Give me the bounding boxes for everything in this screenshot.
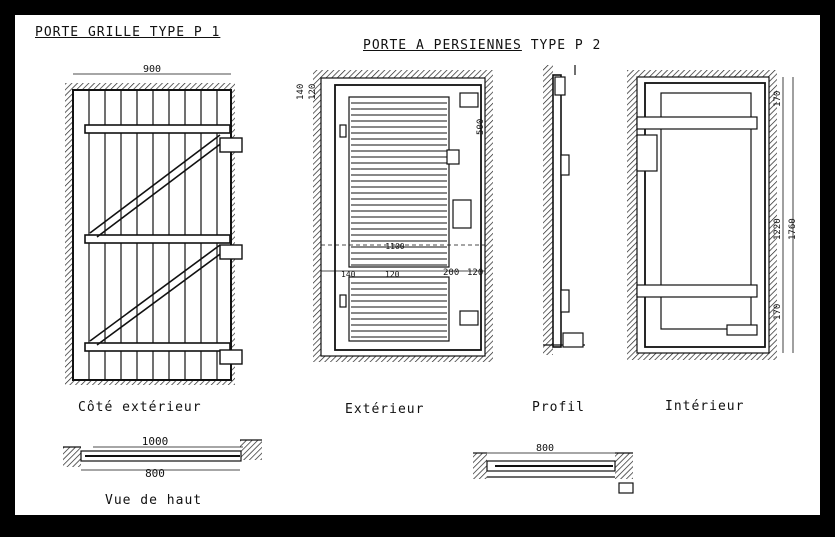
p1-horizontal-rails <box>84 124 231 352</box>
caption-p2-profile: Profil <box>532 400 585 415</box>
p2-int-lower-rail <box>636 284 758 298</box>
caption-p2-interior: Intérieur <box>665 399 745 414</box>
type-p2-title: PORTE A PERSIENNES TYPE P 2 <box>363 38 601 53</box>
type-p2-title-suffix: TYPE P 2 <box>530 38 602 53</box>
p2-profile-drawing <box>543 65 585 355</box>
p1-elevation-drawing: 900 <box>65 64 243 385</box>
p2-ext-left-label: 140 <box>341 270 356 279</box>
caption-p1-top-view: Vue de haut <box>105 493 203 508</box>
p2-int-mid-label: 1220 <box>773 218 783 240</box>
p1-top-view-drawing: 1000 800 <box>63 435 262 480</box>
p1-diagonal-braces <box>89 134 228 346</box>
drawing-sheet: 900 1000 800 <box>15 15 820 515</box>
p2-int-bottom-label: 170 <box>773 304 783 320</box>
p2-ext-right-a-label: 200 <box>443 268 459 278</box>
p1-width-label: 900 <box>143 64 161 75</box>
p2-ext-centre-label: 120 <box>385 270 400 279</box>
p1-hinges <box>219 137 243 365</box>
caption-p2-exterior: Extérieur <box>345 402 425 417</box>
p2-ext-lower-louvers <box>351 282 447 338</box>
caption-p1-elevation: Côté extérieur <box>78 400 202 415</box>
p2-ext-stile-label: 500 <box>476 119 486 135</box>
p2-ext-mid-label: 1100 <box>385 242 404 251</box>
p2-top-view-drawing: 800 <box>473 443 634 494</box>
technical-drawing: 900 1000 800 <box>63 64 798 494</box>
p2-exterior-drawing: 140 120 500 1100 140 120 200 120 <box>296 70 493 362</box>
p2-int-upper-rail <box>636 116 758 130</box>
p2-ext-right-b-label: 120 <box>467 268 483 278</box>
p2-ext-margin-label: 120 <box>308 84 318 100</box>
p2-interior-drawing: 170 1220 170 1760 <box>627 70 798 360</box>
p2-int-top-label: 170 <box>773 91 783 107</box>
type-p2-title-prefix: PORTE A PERSIENNES <box>363 38 522 53</box>
p2-int-total-label: 1760 <box>788 218 798 240</box>
p2-ext-top-rail-label: 140 <box>296 84 306 100</box>
p1-top-inner-label: 800 <box>145 467 165 480</box>
p2-top-inner-label: 800 <box>536 443 554 454</box>
p2-ext-upper-louvers <box>351 102 447 266</box>
p1-top-outer-label: 1000 <box>142 435 169 448</box>
type-p1-title: PORTE GRILLE TYPE P 1 <box>35 25 221 40</box>
